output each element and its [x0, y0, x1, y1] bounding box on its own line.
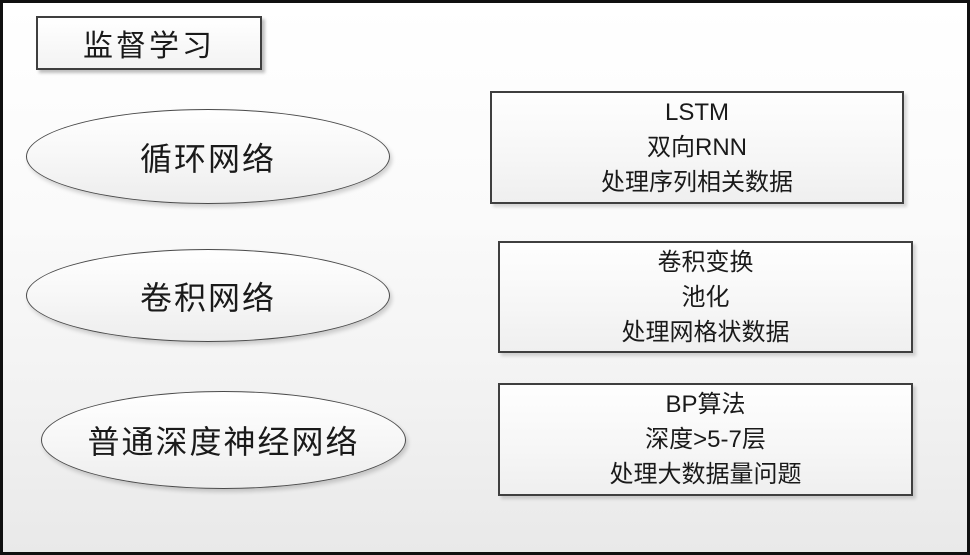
- detail-box-convolutional-network: 卷积变换 池化 处理网格状数据: [498, 241, 913, 353]
- node-recurrent-network: 循环网络: [26, 109, 390, 204]
- node-label: 卷积网络: [139, 279, 276, 316]
- detail-line: 深度>5-7层: [645, 426, 766, 453]
- detail-line: 处理序列相关数据: [601, 169, 793, 196]
- detail-line: LSTM: [664, 99, 729, 126]
- node-label: 循环网络: [139, 140, 276, 177]
- node-convolutional-network: 卷积网络: [26, 249, 390, 342]
- detail-box-recurrent-network: LSTM 双向RNN 处理序列相关数据: [490, 91, 904, 204]
- detail-line: 处理网格状数据: [621, 318, 790, 346]
- detail-box-plain-deep-neural-network: BP算法 深度>5-7层 处理大数据量问题: [498, 383, 913, 496]
- detail-line: 处理大数据量问题: [609, 461, 802, 488]
- title-box: 监督学习: [36, 16, 262, 70]
- node-label: 普通深度神经网络: [87, 424, 360, 460]
- detail-line: 池化: [681, 283, 730, 311]
- detail-line: 卷积变换: [657, 248, 754, 276]
- node-plain-deep-neural-network: 普通深度神经网络: [41, 391, 406, 489]
- detail-line: 双向RNN: [647, 134, 747, 161]
- title-label: 监督学习: [83, 30, 215, 63]
- detail-line: BP算法: [665, 391, 746, 418]
